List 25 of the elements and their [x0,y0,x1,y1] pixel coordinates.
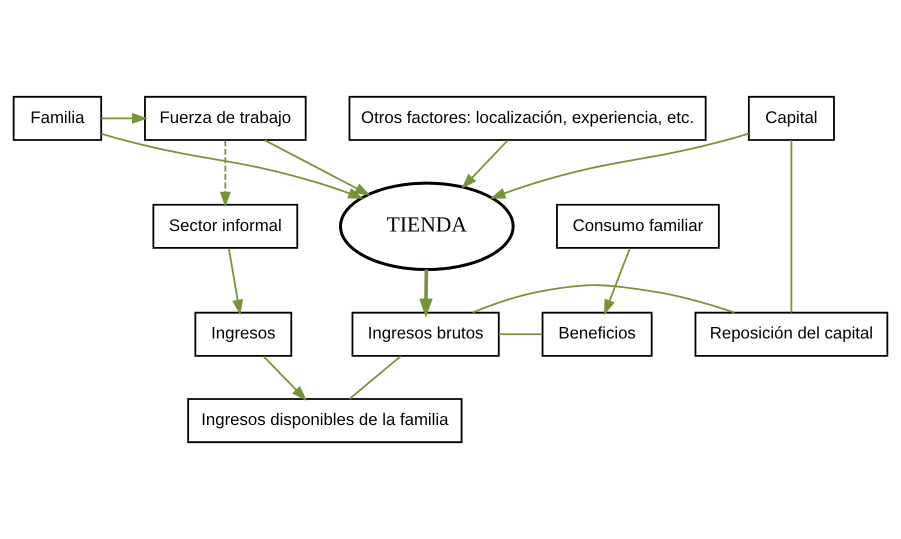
node-box: Ingresos disponibles de la familia [187,398,462,444]
arrow [462,140,508,189]
node-box: Capital [748,96,835,141]
arrow [101,132,364,199]
arrow [264,139,371,196]
node-box: Sector informal [152,204,298,249]
arrow [262,356,307,401]
connector [498,333,542,336]
connector [472,284,735,314]
arrow [490,132,749,199]
node-box: Otros factores: localización, experiencia, etc. [348,96,707,141]
node-box: Beneficios [542,312,653,357]
arrow [419,270,433,318]
node-box: Familia [12,96,102,141]
node-box: Ingresos [194,312,292,357]
node-box: Ingresos brutos [352,312,500,357]
connector [348,356,402,400]
node-box: Fuerza de trabajo [144,96,307,141]
node-box: Reposición del capital [694,312,888,357]
arrow [220,140,231,208]
arrow [604,248,631,316]
connector [790,140,792,313]
arrow [101,112,148,124]
node-box: Consumo familiar [556,204,720,249]
arrow [228,248,244,316]
